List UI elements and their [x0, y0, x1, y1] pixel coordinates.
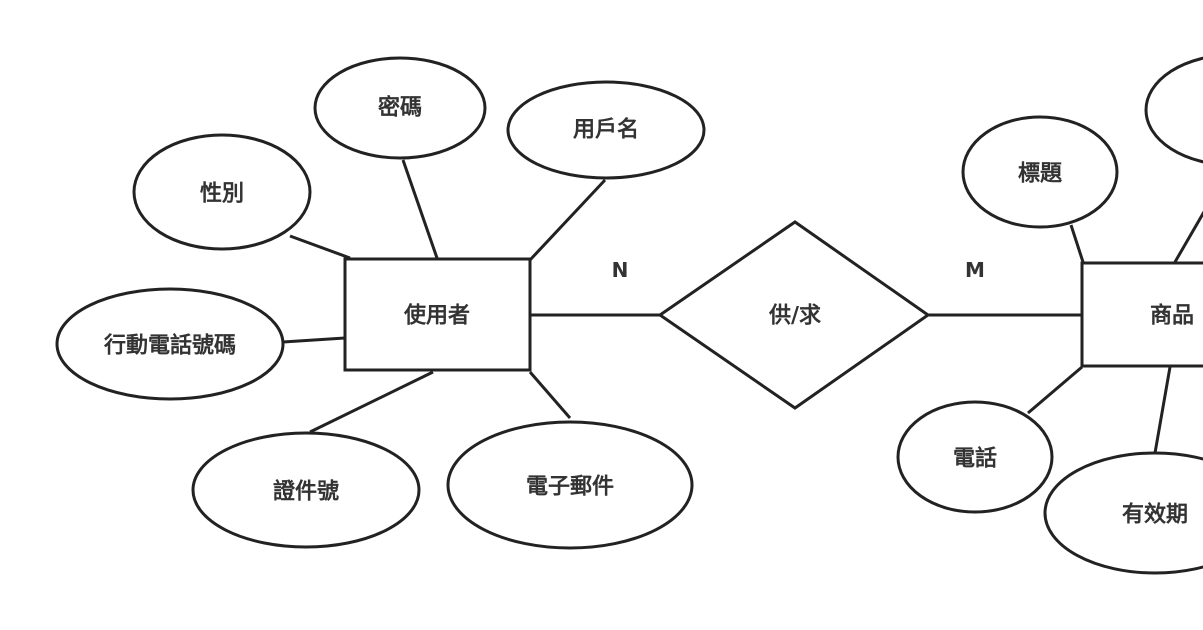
attribute-email: 電子郵件 — [446, 420, 694, 550]
connectors — [282, 159, 1203, 454]
cardinality-m: M — [965, 258, 985, 282]
attribute-label: 有效期 — [1122, 502, 1188, 528]
line-title — [1069, 224, 1085, 263]
attribute-offscreen — [1144, 56, 1203, 164]
attribute-label: 密碼 — [378, 95, 422, 121]
attribute-gender: 性別 — [132, 133, 312, 251]
line-email — [528, 371, 572, 419]
entity-label: 商品 — [1150, 303, 1194, 329]
line-gender — [289, 234, 351, 260]
attribute-label: 證件號 — [273, 479, 339, 505]
attribute-label: 用戶名 — [573, 117, 639, 143]
attribute-label: 行動電話號碼 — [103, 333, 236, 359]
attribute-mobile: 行動電話號碼 — [55, 287, 285, 401]
attribute-title: 標題 — [961, 115, 1119, 229]
attribute-password: 密碼 — [313, 56, 487, 160]
line-mobile — [282, 336, 346, 344]
attribute-label: 標題 — [1018, 162, 1063, 187]
entity-product: 商品 — [1080, 261, 1203, 368]
entity-label: 使用者 — [403, 304, 470, 329]
attribute-username: 用戶名 — [506, 80, 706, 180]
cardinality-n: N — [612, 258, 629, 282]
line-offscreen-attr — [1173, 210, 1203, 263]
attribute-expiry: 有效期 — [1043, 451, 1203, 575]
line-username — [528, 178, 607, 262]
attribute-id-number: 證件號 — [191, 431, 421, 549]
relationship-label: 供/求 — [768, 303, 821, 329]
line-phone — [1027, 365, 1083, 415]
line-id-number — [309, 370, 434, 434]
relationship-supply-demand: 供/求 — [657, 220, 931, 410]
line-password — [401, 159, 439, 259]
entity-user: 使用者 — [343, 257, 532, 372]
attribute-label: 性別 — [200, 182, 244, 207]
attribute-label: 電話 — [953, 446, 997, 472]
line-expiry — [1153, 366, 1172, 454]
attribute-label: 電子郵件 — [526, 475, 614, 500]
attribute-phone: 電話 — [896, 400, 1054, 514]
